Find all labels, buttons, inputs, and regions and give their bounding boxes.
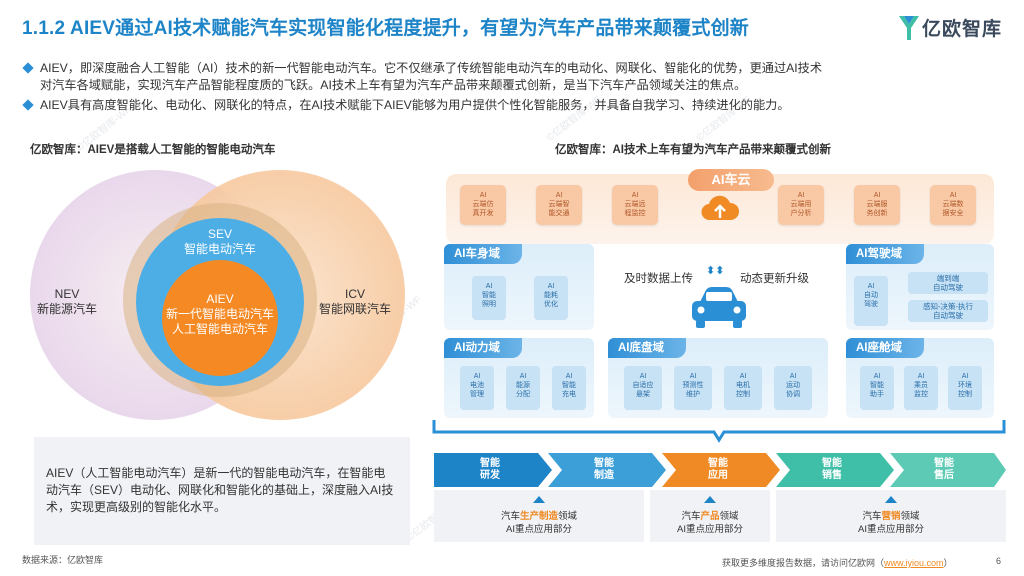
drive-pill: 感知-决策-执行自动驾驶 [908,300,988,322]
chevron-sales: 智能销售 [822,458,842,481]
triangle-up-icon [885,496,897,503]
chevron-manufacture: 智能制造 [594,458,614,481]
data-source: 数据来源：亿欧智库 [22,555,104,565]
diamond-bullet-icon [22,99,34,111]
bracket-connector [432,420,1006,443]
sync-arrows-icon: ⬍⬍ [706,265,725,277]
triangle-up-icon [533,496,545,503]
drive-pill: 端到端自动驾驶 [908,272,988,294]
chevron-aftersales: 智能售后 [934,458,954,481]
chevron-application: 智能应用 [708,458,728,481]
car-icon [692,287,746,328]
iyiou-logo-icon [899,16,919,40]
chevron-rd: 智能研发 [480,458,500,481]
footer-more-info: 获取更多维度报告数据，请访问亿欧网（www.iyiou.com） [722,558,953,568]
value-chain-chevrons [434,453,1006,487]
dynamic-update-text: 动态更新升级 [740,273,809,285]
venn-diagram [30,170,405,420]
iyiou-link[interactable]: www.iyiou.com [884,558,944,568]
aiev-circle [162,260,278,376]
intro-bullets: AIEV，即深度融合人工智能（AI）技术的新一代智能电动汽车。它不仅继承了传统智… [22,60,1007,117]
page-title: 1.1.2 AIEV通过AI技术赋能汽车实现智能化程度提升，有望为汽车产品带来颠… [22,18,749,39]
diamond-bullet-icon [22,62,34,74]
bullet-item: AIEV具有高度智能化、电动化、网联化的特点，在AI技术赋能下AIEV能够为用户… [22,97,1007,114]
left-subtitle: 亿欧智库：AIEV是搭载人工智能的智能电动汽车 [30,144,276,156]
ai-cloud-label: AI车云 [688,169,774,191]
triangle-up-icon [704,496,716,503]
data-upload-text: 及时数据上传 [624,273,693,285]
logo-text: 亿欧智库 [922,19,1003,40]
bullet-item: AIEV，即深度融合人工智能（AI）技术的新一代智能电动汽车。它不仅继承了传统智… [22,60,1007,94]
cloud-upload-icon [701,195,740,221]
right-subtitle: 亿欧智库：AI技术上车有望为汽车产品带来颠覆式创新 [555,144,831,156]
page-number: 6 [996,556,1002,566]
aiev-description: AIEV（人工智能电动汽车）是新一代的智能电动汽车，在智能电动汽车（SEV）电动… [34,437,410,545]
